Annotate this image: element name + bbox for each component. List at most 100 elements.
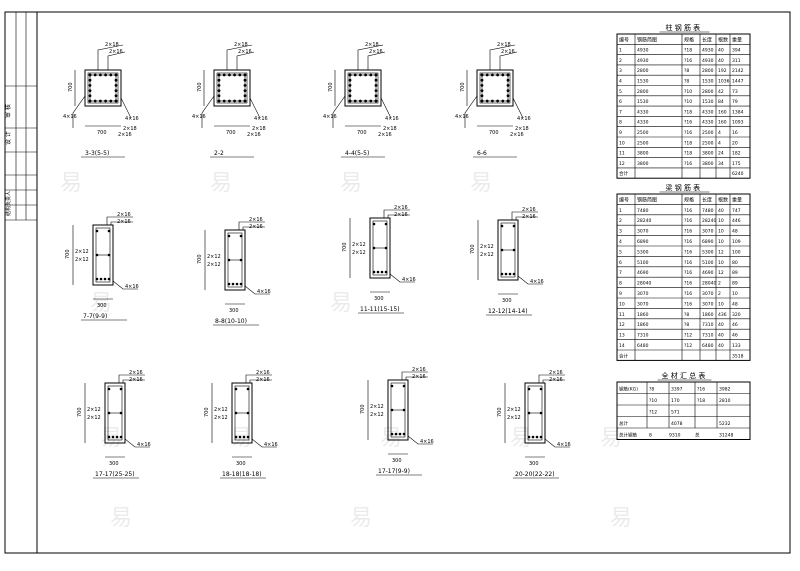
rebar-label: 4×16 <box>192 114 206 120</box>
table-cell: 1 <box>619 48 622 54</box>
rebar-dot <box>107 411 111 415</box>
rebar-dot <box>374 94 378 98</box>
table-cell: 合计 <box>619 170 628 177</box>
rebar-label: 2×12 <box>507 407 521 413</box>
rebar-dot <box>119 435 123 439</box>
rebar-label: 4×16 <box>402 277 416 283</box>
table-cell: 571 <box>671 410 680 416</box>
rebar-dot <box>228 99 231 103</box>
table-cell: 40 <box>718 343 724 349</box>
table-cell: ?18 <box>684 109 692 115</box>
leader-line <box>405 376 428 380</box>
table-cell: 2800 <box>702 68 714 74</box>
rebar-label: 2×12 <box>370 412 384 418</box>
table-cell: 170 <box>671 398 680 404</box>
table-cell: 3518 <box>732 353 744 359</box>
rebar-dot <box>109 99 113 103</box>
table-cell: ?18 <box>684 140 692 146</box>
rebar-label: 2×18 <box>234 42 248 48</box>
rebar-dot <box>348 99 352 103</box>
table-cell: 28240 <box>637 218 651 224</box>
dim-text: 700 <box>197 254 203 264</box>
rebar-label: 2×16 <box>394 205 408 211</box>
table-cell: 12 <box>619 161 625 167</box>
rebar-dot <box>506 73 510 77</box>
rebar-dot <box>227 258 231 262</box>
rebar-dot <box>114 73 118 77</box>
table-cell: 1860 <box>637 312 649 318</box>
dim-text: 300 <box>502 298 512 304</box>
rebar-label: 2×16 <box>412 374 426 380</box>
table-cell: 2800 <box>702 89 714 95</box>
dim-text: 700 <box>497 407 503 417</box>
beam-outline <box>524 382 546 444</box>
table-cell: 2500 <box>637 130 649 136</box>
rebar-dot <box>527 387 531 391</box>
rebar-label: 4×16 <box>257 289 271 295</box>
title-lead: 结构负责人 <box>5 191 12 216</box>
rebar-dot <box>243 89 247 92</box>
beam-outline <box>104 382 126 444</box>
table-cell: 1860 <box>637 322 649 328</box>
watermark-glyph: 易 <box>340 171 362 196</box>
rebar-label: 2×16 <box>109 49 123 55</box>
table-cell: 182 <box>732 151 741 157</box>
leader-line <box>401 371 428 380</box>
table-cell: 7 <box>619 270 622 276</box>
table-cell: 16 <box>732 130 738 136</box>
table-cell: 2500 <box>702 140 714 146</box>
table-cell: 6240 <box>732 171 744 177</box>
rebar-label: 2×12 <box>507 415 521 421</box>
table-cell: 2 <box>619 218 622 224</box>
rebar-dot <box>222 73 226 77</box>
table-cell: 6 <box>619 260 622 266</box>
rebar-dot <box>222 99 226 103</box>
table-cell: ?16 <box>684 218 692 224</box>
rebar-dot <box>246 435 250 439</box>
rebar-label: 2×16 <box>378 132 392 138</box>
rebar-label: 2×16 <box>117 219 131 225</box>
table-cell: 12 <box>718 270 724 276</box>
rebar-dot <box>394 432 398 436</box>
rebar-label: 2×16 <box>394 212 408 218</box>
table-cell: 3397 <box>671 387 683 393</box>
rebar-dot <box>539 387 543 391</box>
watermark-glyph: 易 <box>600 426 622 451</box>
dim-text: 700 <box>328 82 334 92</box>
rebar-dot <box>384 222 388 226</box>
section-label: 8-8(10-10) <box>215 318 247 325</box>
table-cell: 8 <box>619 120 622 126</box>
table-cell: 3070 <box>637 301 649 307</box>
column-outline <box>476 69 514 107</box>
rebar-label: 2×16 <box>549 377 563 383</box>
rebar-label: 2×18 <box>252 126 266 132</box>
leader-line <box>499 51 518 70</box>
table-cell: 10 <box>732 291 738 297</box>
table-cell: 1530 <box>702 99 714 105</box>
table-header: 编号 <box>619 36 629 43</box>
watermark-layer: 易易易易易易易易易易易易易易 <box>60 171 632 531</box>
table-cell: 3070 <box>702 291 714 297</box>
rebar-label: 2×12 <box>480 252 494 258</box>
rebar-dot <box>227 282 231 286</box>
rebar-label: 2×12 <box>75 257 89 263</box>
section-label: 20-20(22-22) <box>515 471 555 478</box>
rebar-dot <box>500 224 504 228</box>
rebar-dot <box>88 99 92 103</box>
table-cell: 6480 <box>702 343 714 349</box>
rebar-dot <box>93 73 97 77</box>
rebar-label: 2×16 <box>118 132 132 138</box>
table-cell: 1 <box>619 208 622 214</box>
leader-line <box>544 438 570 448</box>
rebar-dot <box>480 78 484 82</box>
rebar-dot <box>539 411 543 415</box>
section-label: 3-3(5-5) <box>85 150 109 157</box>
table-cell: ?16 <box>684 260 692 266</box>
table-cell: 3070 <box>637 291 649 297</box>
